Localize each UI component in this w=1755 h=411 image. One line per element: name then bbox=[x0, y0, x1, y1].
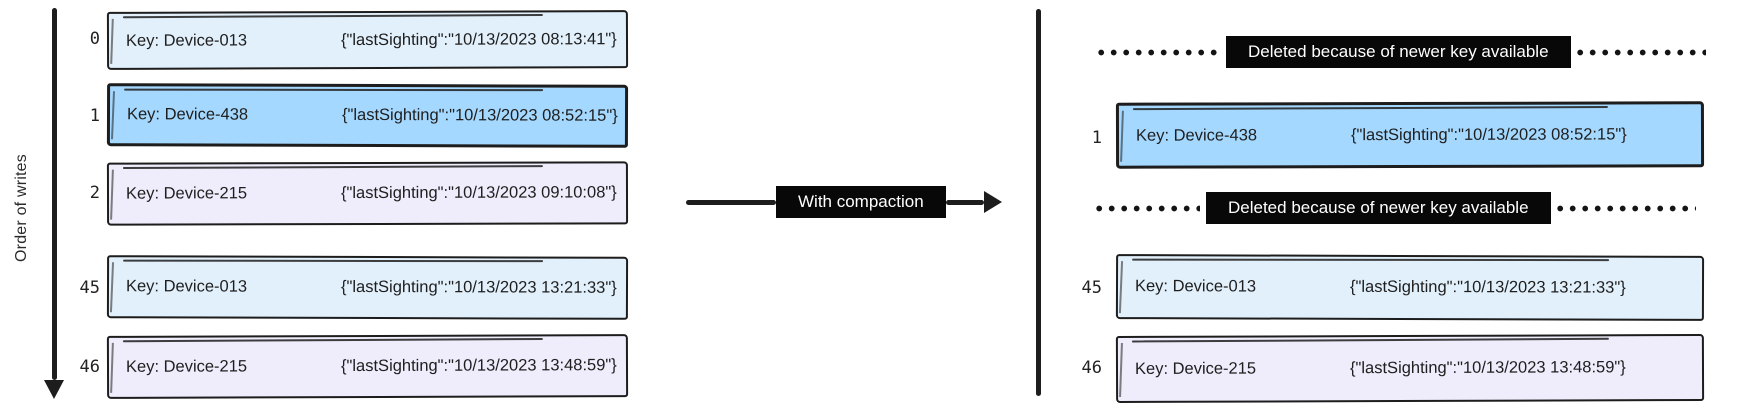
record-value: {"lastSighting":"10/13/2023 13:48:59"} bbox=[1349, 358, 1626, 378]
record-key: Key: Device-013 bbox=[125, 277, 248, 296]
record-value: {"lastSighting":"10/13/2023 13:21:33"} bbox=[1349, 277, 1626, 297]
record-row: Key: Device-438 {"lastSighting":"10/13/2… bbox=[1115, 101, 1705, 169]
record-key: Key: Device-438 bbox=[126, 105, 249, 124]
record-value: {"lastSighting":"10/13/2023 08:52:15"} bbox=[341, 105, 618, 125]
write-order-index: 0 bbox=[89, 29, 100, 49]
record-key: Key: Device-215 bbox=[125, 357, 248, 376]
record-key: Key: Device-215 bbox=[125, 184, 248, 203]
record-value: {"lastSighting":"10/13/2023 13:48:59"} bbox=[340, 356, 617, 376]
record-value: {"lastSighting":"10/13/2023 08:13:41"} bbox=[340, 29, 617, 49]
record-row: Key: Device-438 {"lastSighting":"10/13/2… bbox=[106, 83, 629, 148]
record-row: Key: Device-013 {"lastSighting":"10/13/2… bbox=[106, 255, 629, 320]
record-row: Key: Device-215 {"lastSighting":"10/13/2… bbox=[106, 334, 629, 399]
order-axis-line bbox=[52, 8, 57, 380]
dotted-line bbox=[1576, 48, 1706, 56]
record-row: Key: Device-215 {"lastSighting":"10/13/2… bbox=[106, 161, 629, 226]
order-axis-label: Order of writes bbox=[13, 154, 30, 262]
record-value: {"lastSighting":"10/13/2023 09:10:08"} bbox=[340, 183, 617, 203]
record-key: Key: Device-013 bbox=[1134, 277, 1257, 296]
arrow-down-icon bbox=[44, 380, 64, 399]
deleted-notice-row: Deleted because of newer key available bbox=[1098, 36, 1706, 68]
dotted-line bbox=[1098, 48, 1220, 56]
arrow-shaft-line bbox=[945, 199, 984, 205]
write-order-index: 45 bbox=[79, 278, 100, 298]
dotted-line bbox=[1556, 204, 1696, 212]
deleted-label: Deleted because of newer key available bbox=[1206, 192, 1551, 224]
compacted-log-axis-line bbox=[1036, 9, 1041, 396]
with-compaction-arrow: With compaction bbox=[686, 186, 1002, 218]
write-order-index: 1 bbox=[89, 106, 100, 126]
write-order-index: 45 bbox=[1081, 278, 1102, 298]
record-row: Key: Device-013 {"lastSighting":"10/13/2… bbox=[106, 10, 629, 70]
record-key: Key: Device-438 bbox=[1135, 125, 1258, 145]
arrow-tail-line bbox=[686, 199, 776, 205]
record-value: {"lastSighting":"10/13/2023 13:21:33"} bbox=[340, 277, 617, 297]
record-value: {"lastSighting":"10/13/2023 08:52:15"} bbox=[1350, 124, 1627, 144]
write-order-index: 46 bbox=[79, 357, 100, 377]
write-order-index: 2 bbox=[89, 183, 100, 203]
record-row: Key: Device-013 {"lastSighting":"10/13/2… bbox=[1115, 254, 1705, 321]
with-compaction-label: With compaction bbox=[776, 186, 946, 218]
arrow-right-icon bbox=[983, 191, 1002, 213]
record-key: Key: Device-013 bbox=[125, 30, 248, 50]
deleted-notice-row: Deleted because of newer key available bbox=[1096, 192, 1696, 224]
write-order-index: 1 bbox=[1091, 128, 1102, 148]
record-key: Key: Device-215 bbox=[1134, 359, 1257, 378]
record-row: Key: Device-215 {"lastSighting":"10/13/2… bbox=[1115, 333, 1705, 404]
dotted-line bbox=[1096, 204, 1200, 212]
deleted-label: Deleted because of newer key available bbox=[1226, 36, 1571, 68]
write-order-index: 46 bbox=[1081, 358, 1102, 378]
